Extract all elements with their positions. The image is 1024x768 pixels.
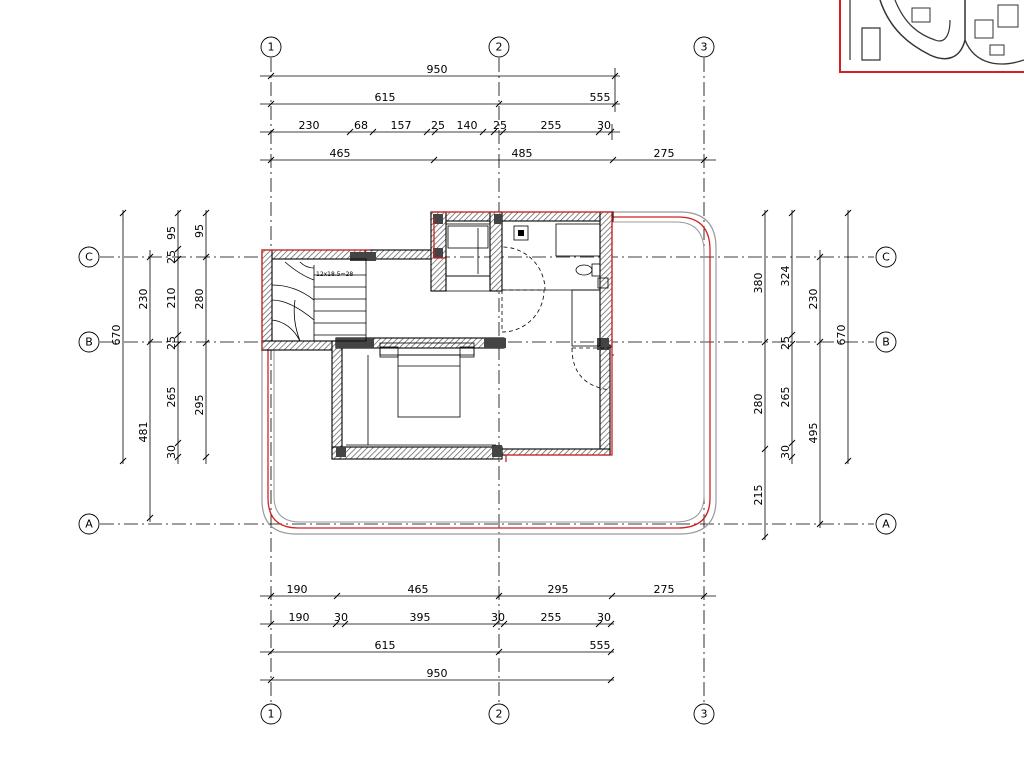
axis-bubble-2-bottom: 2	[488, 703, 510, 725]
dim-top-25b: 25	[493, 119, 507, 132]
dim-right-324: 324	[779, 266, 792, 287]
dim-right-380: 380	[752, 273, 765, 294]
bathroom	[445, 223, 611, 391]
dim-bottom-615: 615	[375, 639, 396, 652]
dim-left-210: 210	[165, 288, 178, 309]
axis-bubbles: 1 2 3 1 2 3 C B A C B A	[78, 36, 897, 725]
key-plan-inset	[839, 0, 1024, 73]
dim-top-30: 30	[597, 119, 611, 132]
dim-left-670: 670	[110, 325, 123, 346]
axis-bubble-A-right: A	[875, 513, 897, 535]
dim-right-670: 670	[835, 325, 848, 346]
dim-left-25b: 25	[165, 336, 178, 350]
dim-bottom-295: 295	[548, 583, 569, 596]
dim-top-25a: 25	[431, 119, 445, 132]
svg-text:B: B	[882, 336, 890, 349]
dim-bottom-395: 395	[410, 611, 431, 624]
svg-text:2: 2	[496, 41, 503, 54]
grid-lines	[100, 58, 874, 705]
dim-right-30: 30	[779, 445, 792, 459]
svg-text:1: 1	[268, 708, 275, 721]
bottom-dimensions: 190 465 295 275 190 30 395 30 255 30 615…	[260, 583, 716, 684]
dim-bottom-465: 465	[408, 583, 429, 596]
dim-bottom-30b: 30	[491, 611, 505, 624]
dim-bottom-30c: 30	[597, 611, 611, 624]
dim-top-485: 485	[512, 147, 533, 160]
svg-text:B: B	[85, 336, 93, 349]
svg-text:A: A	[85, 518, 93, 531]
svg-text:A: A	[882, 518, 890, 531]
axis-bubble-A-left: A	[78, 513, 100, 535]
axis-bubble-B-left: B	[78, 331, 100, 353]
dim-right-215: 215	[752, 485, 765, 506]
svg-text:3: 3	[701, 41, 708, 54]
dim-right-495: 495	[807, 423, 820, 444]
svg-text:C: C	[882, 251, 890, 264]
dim-top-157: 157	[391, 119, 412, 132]
axis-bubble-1-bottom: 1	[260, 703, 282, 725]
stair: 12x18.5=28	[271, 258, 367, 342]
svg-text:3: 3	[701, 708, 708, 721]
dim-left-25a: 25	[165, 250, 178, 264]
axis-bubble-3-top: 3	[693, 36, 715, 58]
dim-bottom-190a: 190	[287, 583, 308, 596]
dim-top-950: 950	[427, 63, 448, 76]
building-walls	[261, 211, 614, 460]
dim-bottom-255: 255	[541, 611, 562, 624]
dim-top-615: 615	[375, 91, 396, 104]
dim-right-230: 230	[807, 289, 820, 310]
dim-left-30: 30	[165, 445, 178, 459]
left-dimensions: 670 230 481 25 95 210 25 265 30 95 280 2…	[110, 209, 210, 522]
dim-left-295: 295	[193, 395, 206, 416]
dim-left-230: 230	[137, 289, 150, 310]
dim-top-68: 68	[354, 119, 368, 132]
stair-label: 12x18.5=28	[316, 271, 353, 278]
axis-bubble-3-bottom: 3	[693, 703, 715, 725]
dim-bottom-190b: 190	[289, 611, 310, 624]
dim-top-275: 275	[654, 147, 675, 160]
dim-top-255: 255	[541, 119, 562, 132]
axis-bubble-1-top: 1	[260, 36, 282, 58]
dim-bottom-950: 950	[427, 667, 448, 680]
svg-text:2: 2	[496, 708, 503, 721]
dim-bottom-30a: 30	[334, 611, 348, 624]
top-dimensions: 950 615 555 230 68 157 25 140 25 255 30 …	[260, 63, 716, 164]
dim-left-95a: 95	[165, 226, 178, 240]
axis-bubble-B-right: B	[875, 331, 897, 353]
dim-bottom-555: 555	[590, 639, 611, 652]
terrace-outline	[261, 211, 717, 535]
dim-left-481: 481	[137, 422, 150, 443]
dim-left-95b: 95	[193, 224, 206, 238]
dim-top-465: 465	[330, 147, 351, 160]
right-dimensions: 380 280 215 324 25 265 30 230 495 670	[752, 209, 852, 541]
redline-outline	[261, 211, 614, 462]
dim-bottom-275: 275	[654, 583, 675, 596]
dim-right-265: 265	[779, 387, 792, 408]
dim-top-230: 230	[299, 119, 320, 132]
dim-top-140: 140	[457, 119, 478, 132]
svg-text:1: 1	[268, 41, 275, 54]
axis-bubble-C-left: C	[78, 246, 100, 268]
svg-text:C: C	[85, 251, 93, 264]
bedroom-furniture	[346, 342, 496, 446]
axis-bubble-C-right: C	[875, 246, 897, 268]
dim-left-265: 265	[165, 387, 178, 408]
dim-top-555: 555	[590, 91, 611, 104]
dim-left-280: 280	[193, 289, 206, 310]
dim-right-280: 280	[752, 394, 765, 415]
dim-right-25: 25	[779, 336, 792, 350]
axis-bubble-2-top: 2	[488, 36, 510, 58]
